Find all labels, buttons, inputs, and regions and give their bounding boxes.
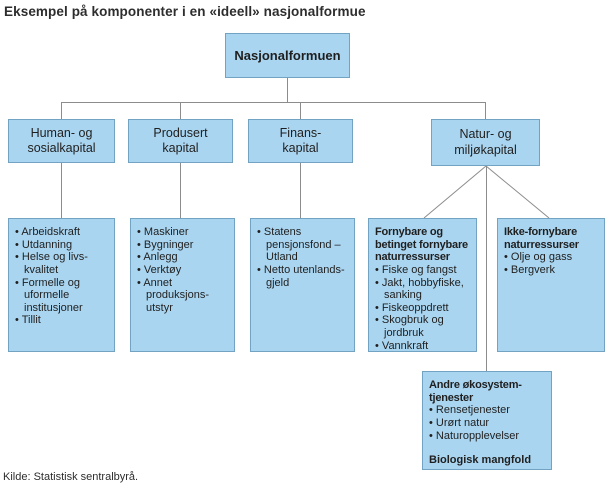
bullet-item: Arbeidskraft	[15, 226, 111, 239]
bullet-item: Helse og livs- kvalitet	[15, 251, 111, 276]
diagram-title: Eksempel på komponenter i en «ideell» na…	[4, 4, 366, 19]
leaf-header: Fornybare og betinget fornybare naturres…	[375, 226, 468, 264]
bullet-item: Maskiner	[137, 226, 231, 239]
leaf-header: Ikke-fornybare naturressurser	[504, 226, 579, 251]
node-finanskapital: Finans- kapital	[248, 119, 353, 163]
bullet-item: Formelle og uformelle institusjoner	[15, 277, 111, 315]
bullet-item: Olje og gass	[504, 251, 601, 264]
node-produsert-details: Maskiner Bygninger Anlegg Verktøy Annet …	[130, 218, 235, 352]
node-andre-okosystemtjenester: Andre økosystem- tjenester Rensetjeneste…	[422, 371, 552, 470]
bullet-item: Tillit	[15, 314, 111, 327]
bullet-item: Fiske og fangst	[375, 264, 473, 277]
bullet-item: Netto utenlands- gjeld	[257, 264, 351, 289]
bullet-item: Urørt natur	[429, 417, 548, 430]
node-label: Nasjonalformuen	[234, 47, 341, 63]
bullet-item: Verktøy	[137, 264, 231, 277]
leaf-footer: Biologisk mangfold	[429, 454, 532, 467]
bullet-item: Anlegg	[137, 251, 231, 264]
node-produsert-kapital: Produsert kapital	[128, 119, 233, 163]
bullet-item: Bergverk	[504, 264, 601, 277]
node-natur-og-miljokapital: Natur- og miljøkapital	[431, 119, 540, 166]
bullet-item: Naturopplevelser	[429, 430, 548, 443]
bullet-item: Statens pensjonsfond – Utland	[257, 226, 351, 264]
node-human-og-sosialkapital: Human- og sosialkapital	[8, 119, 115, 163]
bullet-item: Fiskeoppdrett	[375, 302, 473, 315]
leaf-header: Andre økosystem- tjenester	[429, 379, 522, 404]
bullet-item: Rensetjenester	[429, 404, 548, 417]
source-note: Kilde: Statistisk sentralbyrå.	[3, 471, 139, 483]
node-label: Human- og sosialkapital	[27, 125, 96, 155]
bullet-item: Bygninger	[137, 239, 231, 252]
node-finans-details: Statens pensjonsfond – Utland Netto uten…	[250, 218, 355, 352]
node-nasjonalformuen: Nasjonalformuen	[225, 33, 350, 78]
bullet-item: Skogbruk og jordbruk	[375, 314, 473, 339]
node-label: Natur- og miljøkapital	[454, 127, 517, 157]
node-fornybare-naturressurser: Fornybare og betinget fornybare naturres…	[368, 218, 477, 352]
bullet-item: Annet produksjons- utstyr	[137, 277, 231, 315]
node-ikke-fornybare-naturressurser: Ikke-fornybare naturressurser Olje og ga…	[497, 218, 605, 352]
bullet-item: Jakt, hobbyfiske, sanking	[375, 277, 473, 302]
node-label: Finans- kapital	[279, 125, 322, 155]
node-label: Produsert kapital	[153, 125, 208, 155]
bullet-item: Vannkraft	[375, 340, 473, 353]
bullet-item: Utdanning	[15, 239, 111, 252]
node-human-details: Arbeidskraft Utdanning Helse og livs- kv…	[8, 218, 115, 352]
